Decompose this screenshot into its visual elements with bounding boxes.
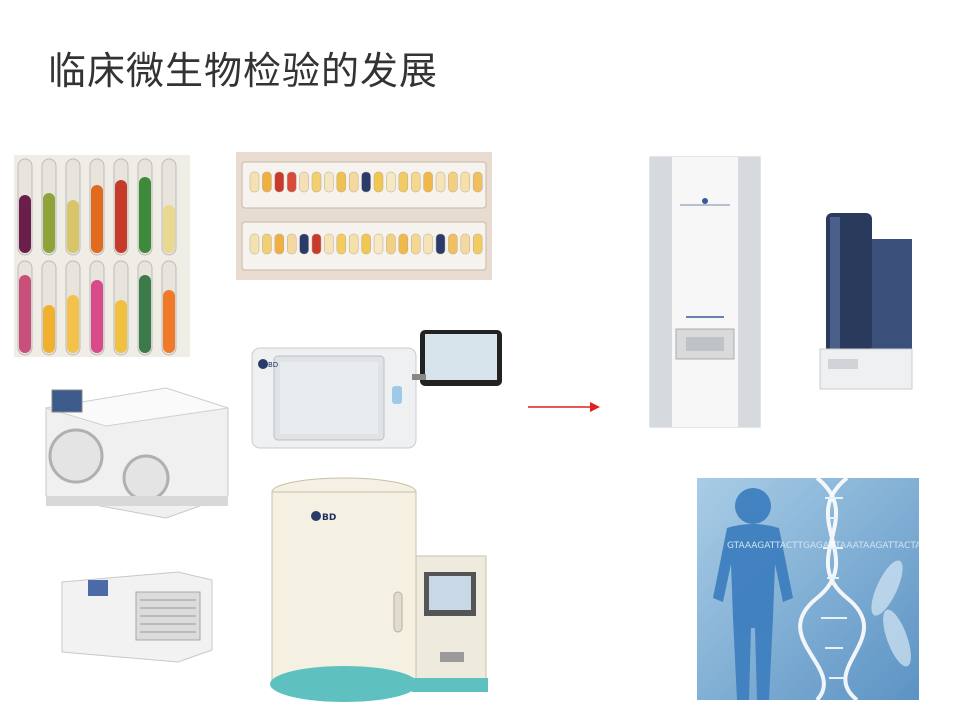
vitek-analyzer-image [58, 566, 216, 666]
svg-text:GTAAAGATTACTTGAGACTAAATAAGATTA: GTAAAGATTACTTGAGACTAAATAAGATTACTAGATCGAT… [727, 541, 919, 551]
bd-phoenix-m50-analyzer-image: BD [250, 324, 506, 454]
maldi-tof-instrument-image [646, 153, 764, 430]
bd-phoenix-100-image: BD [264, 472, 492, 710]
dna-human-figure-image: GTAAAGATTACTTGAGACTAAATAAGATTACTAGATCGAT… [697, 478, 919, 700]
svg-text:BD: BD [322, 513, 336, 523]
svg-text:BD: BD [268, 361, 278, 369]
blood-culture-instrument-image [36, 378, 232, 524]
biochemical-strips-image [236, 152, 492, 280]
culture-tubes-image [14, 155, 190, 357]
red-arrow-icon [528, 400, 602, 414]
mass-spectrometer-image [816, 209, 916, 393]
page-title: 临床微生物检验的发展 [48, 49, 439, 93]
